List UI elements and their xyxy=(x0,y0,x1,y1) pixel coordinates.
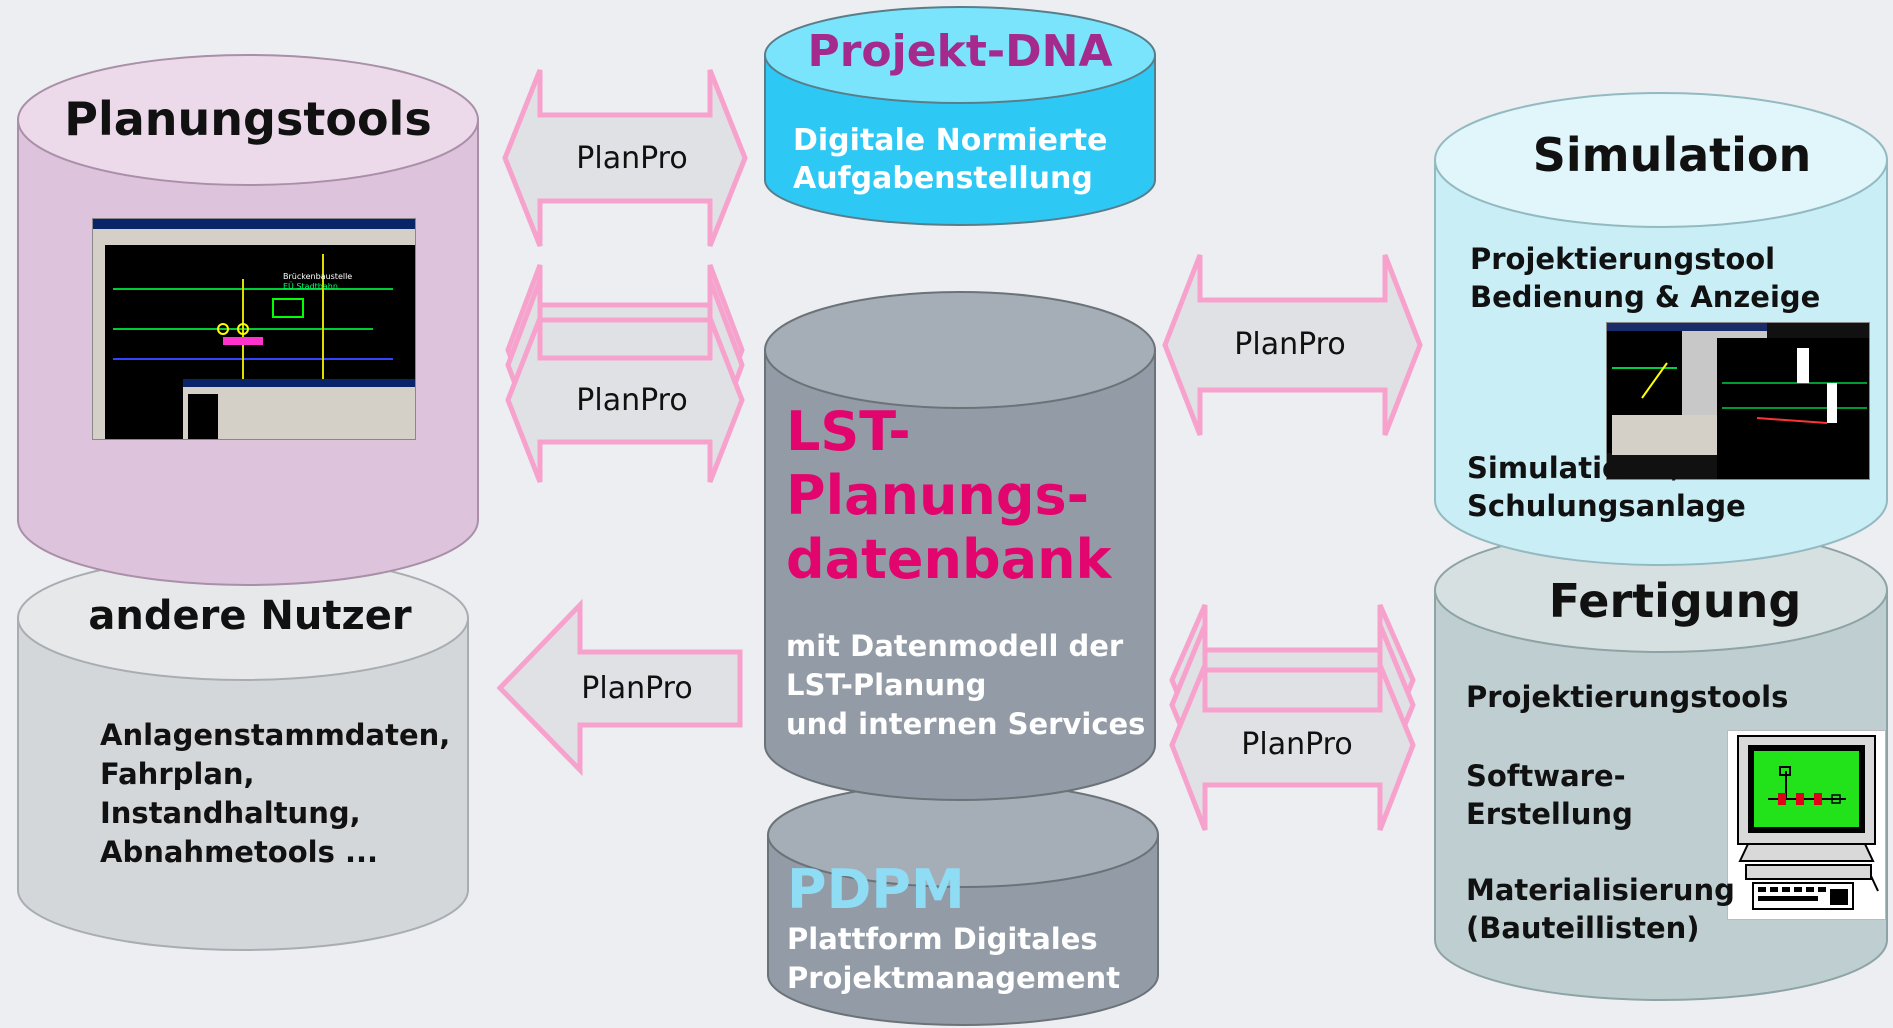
pdpm-description: Plattform Digitales Projektmanagement xyxy=(787,920,1120,998)
andere-nutzer-body xyxy=(17,617,469,951)
fertigung-title: Fertigung xyxy=(1548,574,1802,628)
lst-sub-line-1: mit Datenmodell der xyxy=(786,629,1124,663)
fertigung-item-2-line-2: Erstellung xyxy=(1466,797,1633,831)
simulation-line-1: Projektierungstool xyxy=(1470,242,1776,276)
lst-top xyxy=(764,291,1156,409)
arrow-double-4 xyxy=(1162,254,1423,436)
projekt-dna-title: Projekt-DNA xyxy=(807,26,1113,77)
fertigung-item-2: Software- Erstellung xyxy=(1466,757,1633,833)
arrow-label-1: PlanPro xyxy=(576,141,688,176)
andere-nutzer-title: andere Nutzer xyxy=(88,593,412,639)
fertigung-item-3-line-1: Materialisierung xyxy=(1466,873,1735,907)
arrow-label-2: PlanPro xyxy=(576,383,688,418)
simulation-line-3: Simulations-/ xyxy=(1467,451,1683,485)
cad-screenshot: Brückenbaustelle EÜ Stadtbahn xyxy=(92,218,416,440)
svg-text:Brückenbaustelle: Brückenbaustelle xyxy=(283,272,352,281)
andere-nutzer-line-1: Anlagenstammdaten, xyxy=(100,718,451,752)
pdpm-body xyxy=(767,834,1159,1026)
lst-title: LST- Planungs- datenbank xyxy=(786,400,1111,592)
planungstools-title: Planungstools xyxy=(64,92,432,146)
projekt-dna-cylinder xyxy=(764,6,1156,226)
lst-title-line-1: LST- xyxy=(786,400,911,463)
arrow-double-2 xyxy=(505,264,745,483)
lst-cylinder xyxy=(764,291,1156,801)
svg-text:EÜ Stadtbahn: EÜ Stadtbahn xyxy=(283,281,338,291)
simulation-top xyxy=(1434,92,1888,228)
lst-title-line-2: Planungs- xyxy=(786,464,1090,527)
pdpm-cylinder xyxy=(767,782,1159,1026)
fertigung-item-1: Projektierungstools xyxy=(1466,680,1789,714)
arrow-double-5 xyxy=(1169,603,1416,831)
lst-body xyxy=(764,349,1156,801)
andere-nutzer-list: Anlagenstammdaten, Fahrplan, Instandhalt… xyxy=(100,716,450,872)
lst-title-line-3: datenbank xyxy=(786,528,1112,591)
arrow-label-5: PlanPro xyxy=(1241,727,1353,762)
projekt-dna-line-1: Digitale Normierte xyxy=(793,123,1108,158)
pdpm-title: PDPM xyxy=(787,858,965,921)
simulation-title: Simulation xyxy=(1532,128,1812,182)
lst-sub-line-3: und internen Services xyxy=(786,707,1146,741)
andere-nutzer-line-4: Abnahmetools ... xyxy=(100,835,379,869)
lst-description: mit Datenmodell der LST-Planung und inte… xyxy=(786,627,1145,744)
pdpm-line-1: Plattform Digitales xyxy=(787,922,1098,956)
simulation-lower-text: Simulations-/ Schulungsanlage xyxy=(1467,449,1746,525)
projekt-dna-top xyxy=(764,6,1156,104)
simulation-screenshot xyxy=(1606,322,1870,480)
planungstools-top xyxy=(17,54,479,186)
arrow-label-4: PlanPro xyxy=(1234,327,1346,362)
fertigung-item-3: Materialisierung (Bauteillisten) xyxy=(1466,871,1735,947)
fertigung-item-3-line-2: (Bauteillisten) xyxy=(1466,911,1700,945)
computer-icon xyxy=(1727,730,1886,920)
lst-sub-line-2: LST-Planung xyxy=(786,668,987,702)
andere-nutzer-line-3: Instandhaltung, xyxy=(100,796,361,830)
andere-nutzer-line-2: Fahrplan, xyxy=(100,757,255,791)
simulation-upper-text: Projektierungstool Bedienung & Anzeige xyxy=(1470,240,1820,316)
fertigung-item-2-line-1: Software- xyxy=(1466,759,1626,793)
simulation-line-2: Bedienung & Anzeige xyxy=(1470,280,1821,314)
projekt-dna-description: Digitale Normierte Aufgabenstellung xyxy=(793,122,1108,198)
pdpm-line-2: Projektmanagement xyxy=(787,961,1121,995)
arrow-double-1 xyxy=(502,69,748,247)
arrow-left-3 xyxy=(496,598,743,777)
simulation-line-4: Schulungsanlage xyxy=(1467,489,1746,523)
projekt-dna-line-2: Aufgabenstellung xyxy=(793,161,1093,196)
arrow-label-3: PlanPro xyxy=(581,671,693,706)
